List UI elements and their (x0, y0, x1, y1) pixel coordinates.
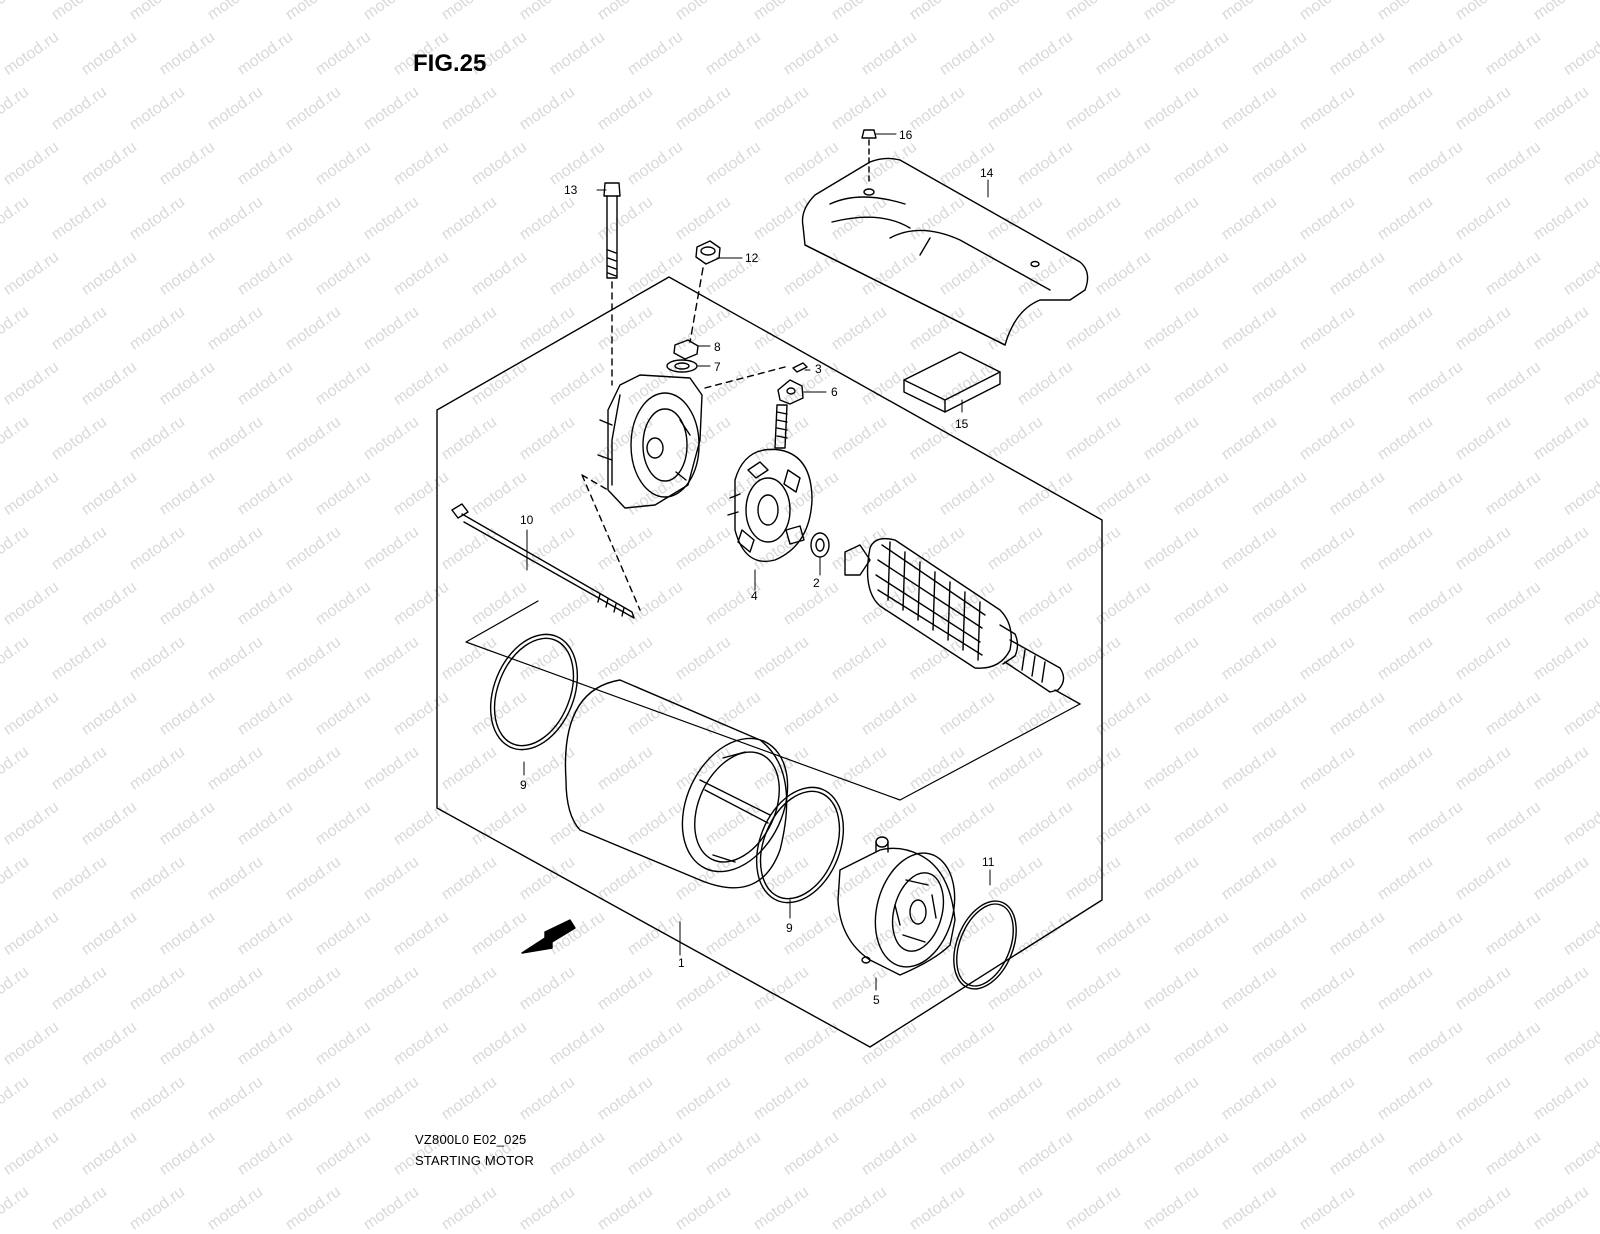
assembly-boundary (436, 276, 1103, 1048)
part-14-cover (801, 157, 1089, 346)
part-11-o-ring (953, 900, 1017, 990)
figure-code: VZ800L0 E02_025 (415, 1132, 527, 1147)
callout-9a: 9 (520, 778, 527, 792)
callout-1: 1 (678, 956, 685, 970)
callout-11: 11 (982, 855, 995, 869)
part-2-washer (810, 532, 830, 558)
callout-13: 13 (564, 183, 578, 197)
part-9-o-ring-right (755, 786, 845, 904)
callout-12: 12 (745, 251, 759, 265)
callout-7: 7 (714, 360, 721, 374)
part-5-end-cover (837, 836, 956, 976)
part-3-clip (792, 362, 808, 373)
callout-16: 16 (899, 128, 913, 142)
callout-3: 3 (815, 362, 822, 376)
part-13-bolt (603, 182, 621, 386)
part-15-pad (903, 351, 1001, 413)
callout-8: 8 (714, 340, 721, 354)
leader-lines (523, 133, 991, 991)
callout-4: 4 (751, 589, 758, 603)
exploded-parts-diagram: FWD 1 2 3 4 5 (436, 128, 1103, 1048)
end-housing-top (597, 374, 703, 509)
figure-title: FIG.25 (413, 50, 487, 77)
part-6-insulator (777, 379, 804, 405)
callout-5: 5 (873, 993, 880, 1007)
callout-2: 2 (813, 576, 820, 590)
part-9-o-ring-left (489, 633, 579, 751)
part-4-brush-holder (727, 404, 813, 562)
part-10-through-bolt (451, 503, 635, 619)
callout-14: 14 (980, 166, 994, 180)
part-8-nut (673, 339, 699, 360)
callout-9b: 9 (786, 921, 793, 935)
yoke (564, 679, 789, 889)
part-7-washer (666, 359, 698, 373)
fwd-arrow-icon: FWD (521, 918, 576, 954)
callout-15: 15 (955, 417, 969, 431)
part-16-bolt (861, 129, 877, 183)
callout-6: 6 (831, 385, 838, 399)
callout-10: 10 (520, 513, 534, 527)
armature (844, 537, 1065, 693)
figure-caption: STARTING MOTOR (415, 1153, 535, 1168)
